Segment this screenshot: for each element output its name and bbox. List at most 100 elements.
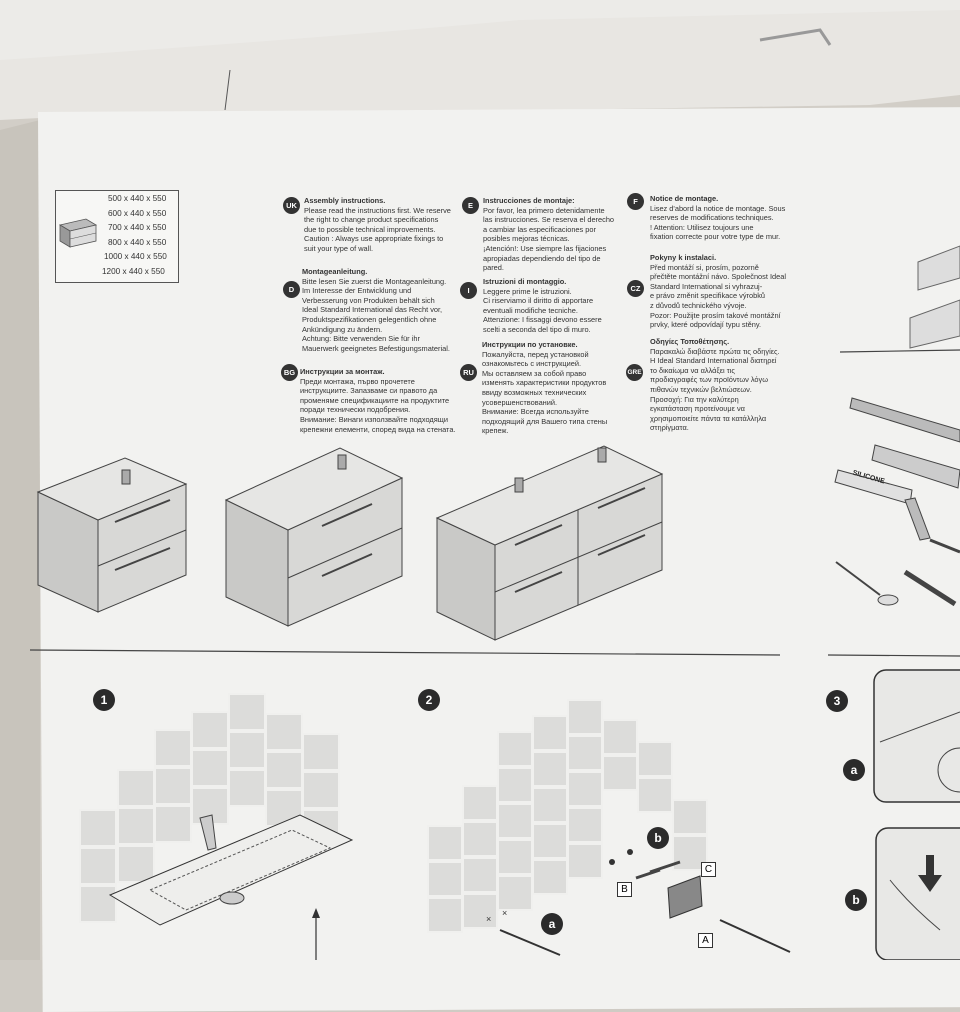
section-line: στηρίγματα. bbox=[650, 423, 689, 433]
section-line: pared. bbox=[483, 263, 504, 273]
substep-b-badge: b bbox=[845, 889, 867, 911]
section-line: apropiadas dependiendo del tipo de bbox=[483, 253, 601, 263]
cabinet-thumbnails-right bbox=[909, 245, 960, 349]
dimension-row: 500 x 440 x 550 bbox=[108, 194, 167, 203]
section-line: Lisez d'abord la notice de montage. Sous bbox=[650, 203, 786, 213]
section-title: Pokyny k instalaci. bbox=[650, 253, 717, 262]
dimension-row: 700 x 440 x 550 bbox=[108, 223, 167, 232]
language-badge-gre: GRE bbox=[626, 364, 643, 381]
language-badge-i: I bbox=[460, 282, 477, 299]
section-line: reserves de modifications techniques. bbox=[650, 213, 774, 223]
dimension-row: 1200 x 440 x 550 bbox=[102, 267, 165, 276]
section-title: Notice de montage. bbox=[650, 194, 719, 203]
section-f: Notice de montage. Lisez d'abord la noti… bbox=[650, 194, 810, 242]
section-line: подходящий для Вашего типа стены bbox=[482, 416, 608, 426]
section-i: Istruzioni di montaggio. Leggere prime l… bbox=[483, 277, 623, 335]
language-badge-cz: CZ bbox=[627, 280, 644, 297]
section-title: Инструкции за монтаж. bbox=[300, 367, 385, 376]
section-line: χρησιμοποιείτε πάντα τα κατάλληλα bbox=[650, 413, 767, 423]
section-title: Montageanleitung. bbox=[302, 267, 368, 276]
language-badge-d: D bbox=[283, 281, 300, 298]
section-line: Παρακαλώ διαβάστε πρώτα τις οδηγίες. bbox=[650, 346, 780, 356]
section-line: Leggere prime le istruzioni. bbox=[483, 286, 572, 296]
step-number: 1 bbox=[93, 689, 115, 711]
cabinet-large-illustration bbox=[435, 445, 664, 641]
level-tool-icon bbox=[871, 444, 960, 489]
substep-a-badge: a bbox=[541, 913, 563, 935]
section-line: posibles mejoras técnicas. bbox=[483, 234, 570, 244]
section-line: due to possible technical improvements. bbox=[304, 224, 436, 234]
section-line: Внимание: Всегда используйте bbox=[482, 407, 589, 417]
section-cz: Pokyny k instalaci. Před montáží si, pro… bbox=[650, 253, 810, 330]
section-line: z důvodů technického vývoje. bbox=[650, 300, 747, 310]
substep-a-badge: a bbox=[843, 759, 865, 781]
section-line: las instrucciones. Se reserva el derecho bbox=[483, 215, 615, 225]
pencil-icon bbox=[903, 569, 957, 607]
step3-panel-b bbox=[875, 827, 960, 960]
section-d: Montageanleitung. Bitte lesen Sie zuerst… bbox=[302, 267, 462, 353]
section-line: Por favor, lea primero detenidamente bbox=[483, 205, 605, 215]
part-label-c: C bbox=[701, 862, 716, 877]
section-line: prvky, které odpovídají typu stěny. bbox=[650, 320, 762, 330]
section-line: Standard International si vyhrazuj- bbox=[650, 281, 763, 291]
section-line: променяме спецификациите на продуктите bbox=[300, 395, 450, 405]
basin-illustration bbox=[108, 814, 354, 960]
section-line: scelti a seconda del tipo di muro. bbox=[483, 324, 591, 334]
drill-icon bbox=[929, 538, 960, 554]
step-number: 3 bbox=[826, 690, 848, 712]
section-line: πιθανών τεχνικών βελτιώσεων. bbox=[650, 384, 752, 394]
section-line: Attenzione: I fissaggi devono essere bbox=[483, 315, 602, 325]
section-bg: Инструкции за монтаж. Преди монтажа, пър… bbox=[300, 367, 472, 434]
step3-panel-a bbox=[873, 669, 960, 803]
section-line: изменять характеристики продуктов bbox=[482, 378, 607, 388]
section-line: Мы оставляем за собой право bbox=[482, 368, 587, 378]
section-ru: Инструкции по установке. Пожалуйста, пер… bbox=[482, 340, 622, 436]
divider-line bbox=[827, 654, 960, 657]
substep-b-badge: b bbox=[647, 827, 669, 849]
section-title: Инструкции по установке. bbox=[482, 340, 578, 349]
wall-bracket-illustration: × × bbox=[486, 849, 791, 956]
section-line: ! Attention: Utilisez toujours une bbox=[650, 222, 754, 232]
section-line: ввиду возможных технических bbox=[482, 387, 587, 397]
section-line: a cambiar las especificaciones por bbox=[483, 224, 596, 234]
cabinet-medium-illustration bbox=[224, 447, 404, 627]
section-title: Instrucciones de montaje: bbox=[483, 196, 575, 205]
section-line: eventuali modifiche tecniche. bbox=[483, 305, 578, 315]
screwdriver-icon bbox=[835, 561, 899, 606]
silicone-gun-icon bbox=[834, 469, 931, 541]
section-line: Mauerwerk geeignetes Befestigungsmateria… bbox=[302, 343, 450, 353]
divider-line bbox=[839, 349, 960, 353]
section-line: Ideal Standard International das Recht v… bbox=[302, 305, 443, 315]
cabinet-thumbnail-icon bbox=[58, 218, 98, 248]
section-title: Οδηγίες Τοποθέτησης. bbox=[650, 337, 730, 346]
section-line: Bitte lesen Sie zuerst die Montageanleit… bbox=[302, 276, 447, 286]
section-line: Преди монтажа, първо прочетете bbox=[300, 376, 415, 386]
section-line: Produktspezifikationen gelegentlich ohne bbox=[302, 314, 437, 324]
section-line: Pozor: Použijte prosím takové montážní bbox=[650, 310, 781, 320]
section-line: the right to change product specificatio… bbox=[304, 215, 439, 225]
dimension-row: 800 x 440 x 550 bbox=[108, 238, 167, 247]
section-line: Caution : Always use appropriate fixings… bbox=[304, 234, 444, 244]
language-badge-f: F bbox=[627, 193, 644, 210]
section-line: Verbesserung von Produkten behält sich bbox=[302, 295, 435, 305]
section-line: Ci riserviamo il diritto di apportare bbox=[483, 296, 594, 306]
step-number: 2 bbox=[418, 689, 440, 711]
section-line: fixation correcte pour votre type de mur… bbox=[650, 232, 781, 242]
divider-line bbox=[29, 649, 781, 656]
section-line: ознакомьтесь с инструкцией. bbox=[482, 359, 582, 369]
section-title: Istruzioni di montaggio. bbox=[483, 277, 567, 286]
section-line: ¡Atención!: Use siempre las fijaciones bbox=[483, 243, 607, 253]
section-line: e právo změnit specifikace výrobků bbox=[650, 291, 766, 301]
svg-text:×: × bbox=[502, 908, 507, 918]
illustrations: × × bbox=[29, 245, 960, 960]
language-badge-bg: BG bbox=[281, 364, 298, 381]
language-badge-e: E bbox=[462, 197, 479, 214]
section-line: инструкциите. Запазваме си правото да bbox=[300, 386, 438, 396]
section-gre: Οδηγίες Τοποθέτησης. Παρακαλώ διαβάστε π… bbox=[650, 337, 810, 433]
language-badge-ru: RU bbox=[460, 364, 477, 381]
section-line: поради технически подобрения. bbox=[300, 405, 411, 415]
section-line: Ankündigung zu ändern. bbox=[302, 324, 383, 334]
section-line: крепеж. bbox=[482, 426, 509, 436]
section-line: Η Ideal Standard International διατηρεί bbox=[650, 356, 777, 366]
cabinet-small-illustration bbox=[36, 457, 188, 613]
